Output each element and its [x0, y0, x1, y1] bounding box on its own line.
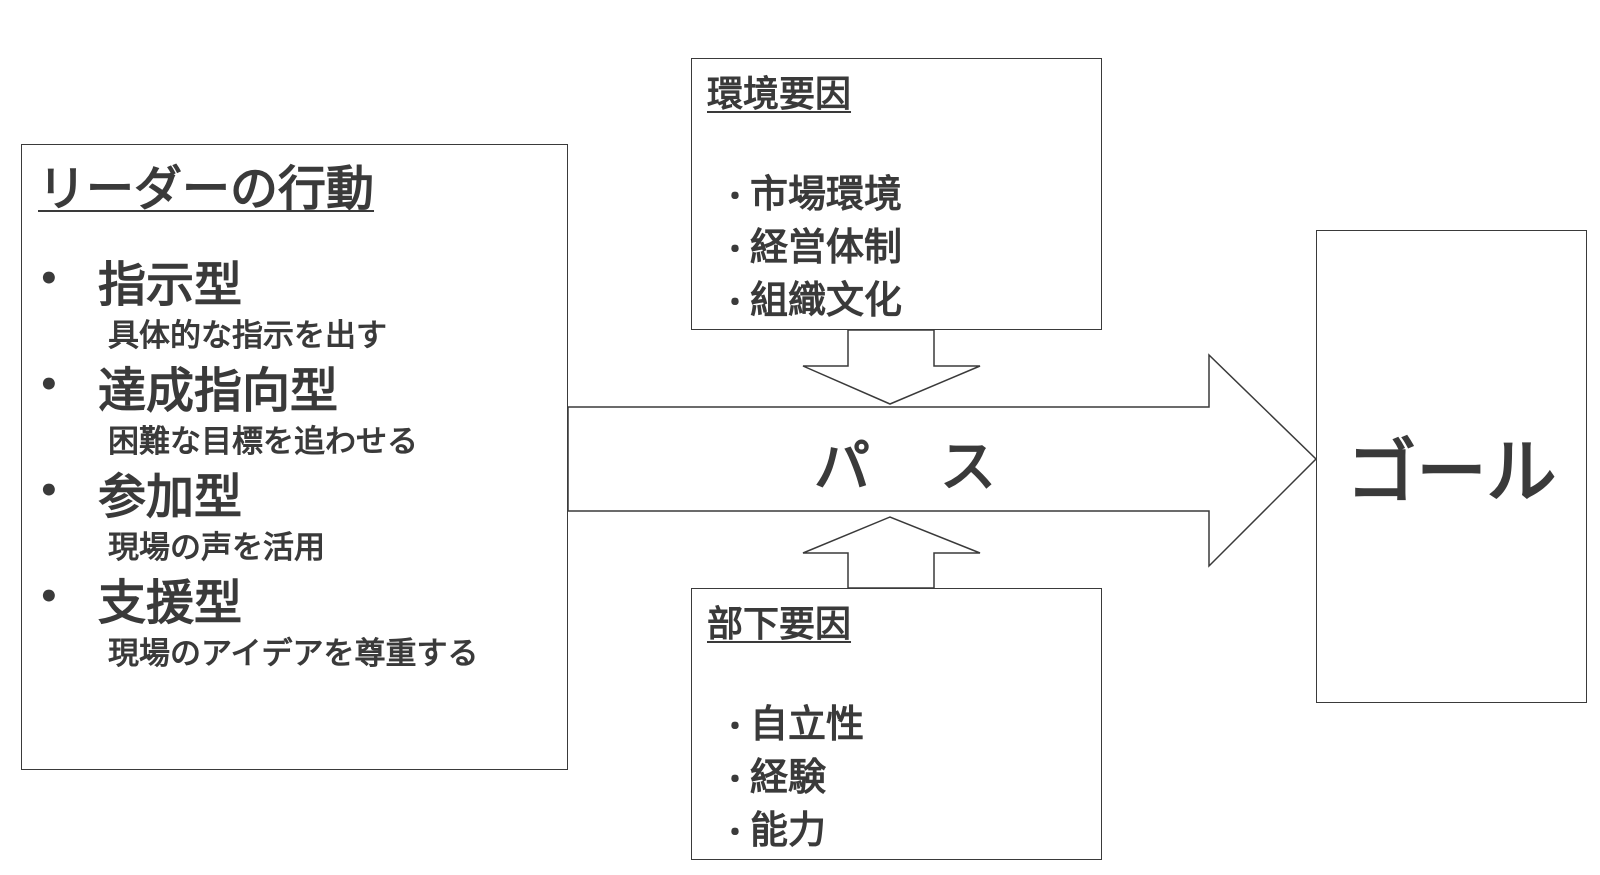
environment-factor-label: 組織文化	[750, 278, 903, 322]
bullet-icon: ・	[720, 710, 750, 745]
bullet-icon: ・	[720, 233, 750, 268]
subordinate-factor-item: ・自立性	[720, 693, 864, 746]
environment-factors-list: ・市場環境 ・経営体制 ・組織文化	[720, 163, 902, 322]
leader-item-desc: 現場のアイデアを尊重する	[108, 636, 479, 672]
bullet-icon: ・	[720, 180, 750, 215]
environment-factors-box: 環境要因 ・市場環境 ・経営体制 ・組織文化	[691, 58, 1102, 330]
environment-factor-item: ・市場環境	[720, 163, 902, 216]
leader-item-name: 支援型	[98, 575, 243, 631]
leader-item-name: 指示型	[98, 257, 243, 313]
subordinate-factors-title: 部下要因	[707, 604, 852, 645]
goal-label: ゴール	[1346, 431, 1557, 513]
subordinate-factor-label: 経験	[750, 755, 827, 799]
leader-item-desc: 現場の声を活用	[108, 530, 325, 566]
environment-factor-item: ・組織文化	[720, 269, 902, 322]
bullet-icon: •	[38, 577, 60, 617]
leader-item-desc: 困難な目標を追わせる	[108, 424, 418, 460]
bullet-icon: ・	[720, 763, 750, 798]
environment-factor-label: 経営体制	[750, 225, 903, 269]
environment-factors-title: 環境要因	[707, 74, 852, 115]
leader-item-name: 参加型	[98, 469, 243, 525]
leader-item-desc: 具体的な指示を出す	[108, 318, 387, 354]
bullet-icon: •	[38, 471, 60, 511]
subordinate-factor-item: ・経験	[720, 746, 864, 799]
goal-box: ゴール	[1316, 230, 1587, 703]
subordinate-factor-label: 自立性	[750, 702, 865, 746]
subordinate-factors-list: ・自立性 ・経験 ・能力	[720, 693, 864, 852]
environment-factor-label: 市場環境	[750, 172, 903, 216]
subordinate-factor-label: 能力	[750, 808, 827, 852]
bullet-icon: •	[38, 259, 60, 299]
leader-behavior-box: リーダーの行動 • 指示型 具体的な指示を出す • 達成指向型 困難な目標を追わ…	[21, 144, 568, 770]
path-arrow	[567, 353, 1318, 568]
bullet-icon: ・	[720, 816, 750, 851]
bullet-icon: •	[38, 365, 60, 405]
subordinate-factors-box: 部下要因 ・自立性 ・経験 ・能力	[691, 588, 1102, 860]
path-label: パス	[814, 435, 1066, 500]
subordinate-factor-item: ・能力	[720, 799, 864, 852]
subordinate-up-arrow	[802, 516, 981, 589]
leader-behavior-title: リーダーの行動	[38, 161, 375, 217]
leader-item-name: 達成指向型	[98, 363, 339, 419]
environment-down-arrow	[802, 329, 981, 405]
environment-factor-item: ・経営体制	[720, 216, 902, 269]
bullet-icon: ・	[720, 286, 750, 321]
